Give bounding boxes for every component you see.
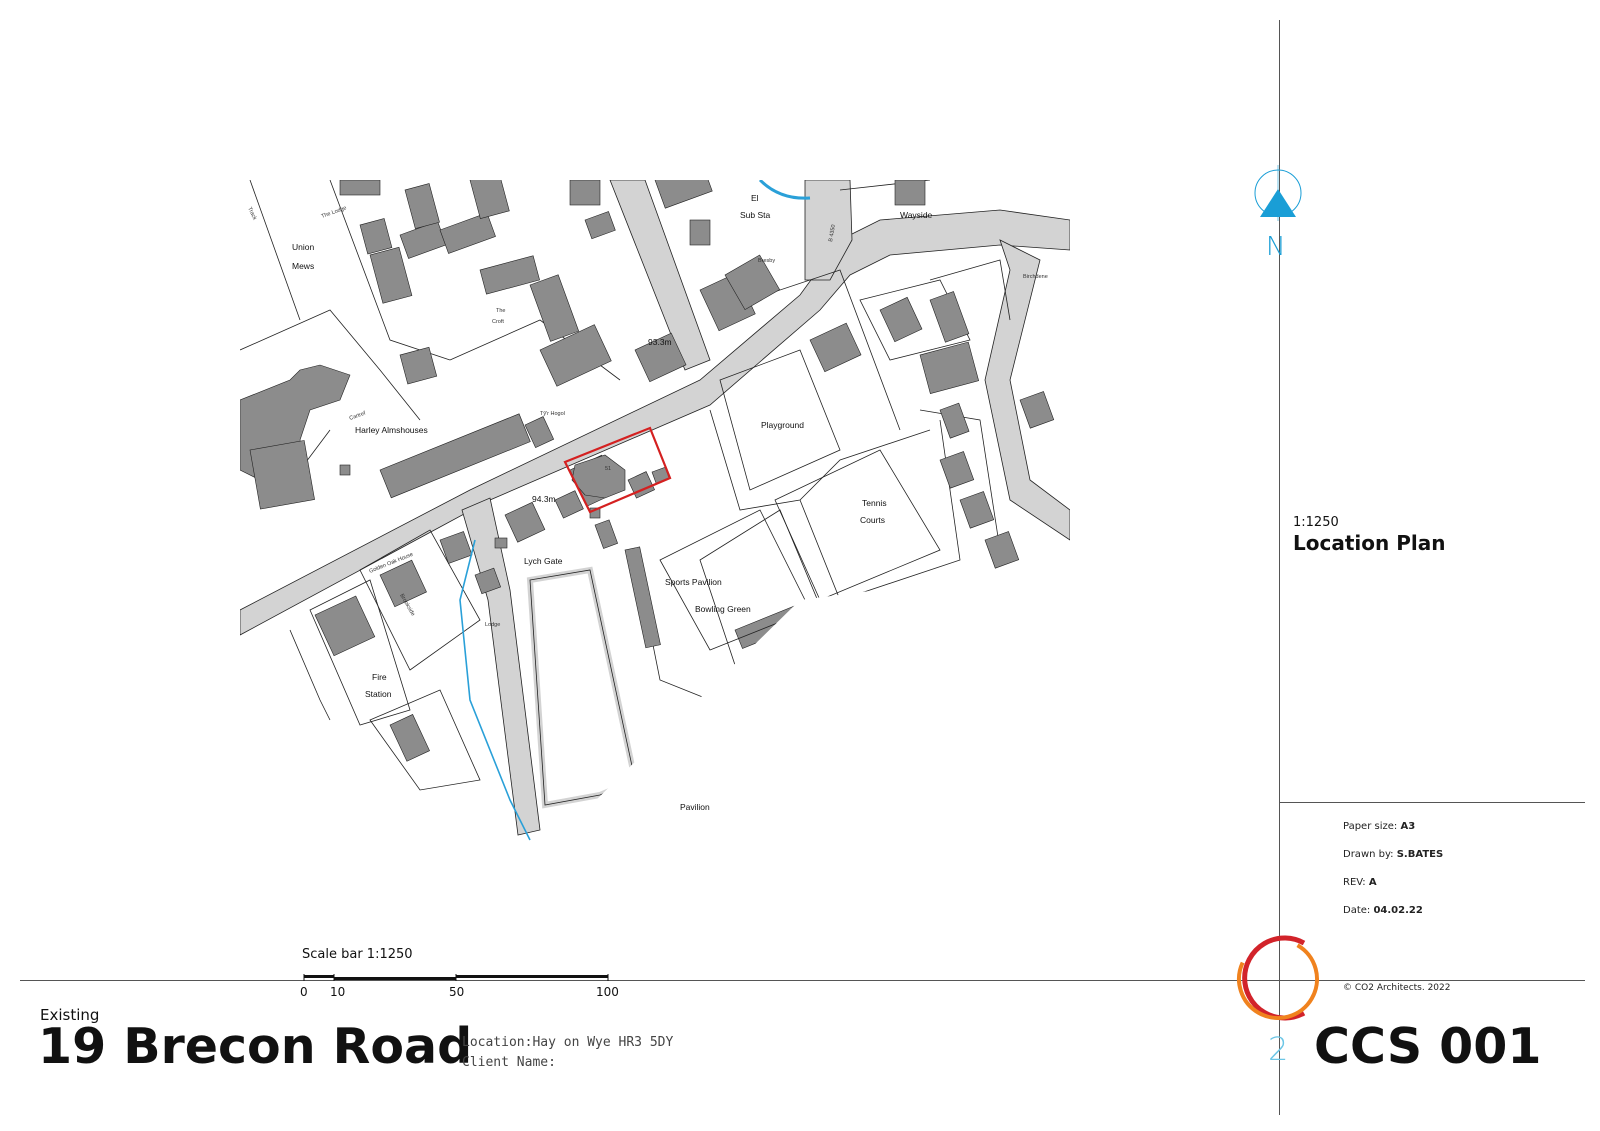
revision-label: REV:	[1343, 877, 1366, 888]
drawing-number: CCS 001	[1314, 1018, 1542, 1075]
scale-bar-label: Scale bar 1:1250	[302, 947, 413, 962]
label-tennis: Tennis	[862, 498, 887, 508]
logo-digit: 2	[1268, 1030, 1289, 1068]
paper-size: Paper size: A3	[1343, 821, 1415, 832]
site-boundary	[563, 426, 672, 514]
label-bresby: Bresby	[758, 258, 775, 264]
drawing-scale: 1:1250	[1293, 515, 1339, 530]
label-birchdene: Birchdene	[1023, 274, 1048, 280]
revision-value: A	[1368, 877, 1377, 888]
label-harley: Harley Almshouses	[355, 425, 428, 435]
scale-tick-50: 50	[449, 985, 465, 999]
label-cartref: Cartref	[349, 410, 367, 422]
label-mews: Mews	[292, 261, 314, 271]
drawn-by-label: Drawn by:	[1343, 849, 1394, 860]
location-map: Union Mews Track The Lodge The Croft El …	[240, 180, 1070, 841]
stream	[459, 539, 531, 841]
paper-size-value: A3	[1400, 821, 1416, 832]
project-name: 19 Brecon Road	[38, 1018, 473, 1075]
frame-divider-horizontal	[20, 980, 1585, 981]
drawn-by: Drawn by: S.BATES	[1343, 849, 1443, 860]
label-lych-gate: Lych Gate	[524, 556, 563, 566]
label-spot-93: 93.3m	[648, 337, 672, 347]
scale-tick-10: 10	[330, 985, 346, 999]
date-label: Date:	[1343, 905, 1371, 916]
label-tyr-hogol: Tŷ'r Hogol	[540, 411, 565, 417]
label-playground: Playground	[761, 420, 804, 430]
label-track: Track	[246, 206, 257, 221]
scale-tick-0: 0	[300, 985, 308, 999]
almshouses-terrace	[379, 413, 531, 499]
label-union: Union	[292, 242, 314, 252]
date-value: 04.02.22	[1373, 905, 1423, 916]
label-the-lodge: The Lodge	[321, 205, 348, 220]
project-location: Location:Hay on Wye HR3 5DY	[462, 1035, 674, 1050]
date: Date: 04.02.22	[1343, 905, 1423, 916]
label-courts: Courts	[860, 515, 885, 525]
drawing-title: Location Plan	[1293, 531, 1446, 555]
co2-logo-icon	[1237, 935, 1319, 1021]
label-sports-pavilion: Sports Pavilion	[665, 577, 722, 587]
label-wayside: Wayside	[900, 210, 933, 220]
label-the: The	[496, 308, 505, 314]
label-b4350: B 4350	[828, 224, 837, 242]
label-station: Station	[365, 689, 392, 699]
north-label: N	[1266, 232, 1286, 262]
tennis-courts	[774, 449, 941, 601]
label-site-no: 51	[605, 466, 611, 472]
scale-tick-100: 100	[596, 985, 619, 999]
label-spot-94: 94.3m	[532, 494, 556, 504]
drawn-by-value: S.BATES	[1396, 849, 1444, 860]
frame-divider-vertical	[1279, 20, 1280, 1115]
revision: REV: A	[1343, 877, 1377, 888]
label-el: El	[751, 193, 759, 203]
client-name: Client Name:	[462, 1055, 556, 1070]
project-status: Existing	[40, 1006, 100, 1024]
label-bowling-green: Bowling Green	[695, 604, 751, 614]
label-lodge: Lodge	[485, 622, 500, 628]
b4350-road	[804, 180, 853, 281]
label-croft: Croft	[492, 319, 504, 325]
main-road	[240, 209, 1070, 636]
lych-lane	[461, 497, 541, 836]
scale-bar	[303, 974, 609, 981]
info-panel-divider	[1279, 802, 1585, 803]
label-fire: Fire	[372, 672, 387, 682]
copyright: © CO2 Architects. 2022	[1343, 983, 1451, 993]
north-arrow-icon	[1254, 165, 1302, 221]
paper-size-label: Paper size:	[1343, 821, 1398, 832]
label-sub-sta: Sub Sta	[740, 210, 771, 220]
label-pavilion: Pavilion	[680, 802, 710, 812]
